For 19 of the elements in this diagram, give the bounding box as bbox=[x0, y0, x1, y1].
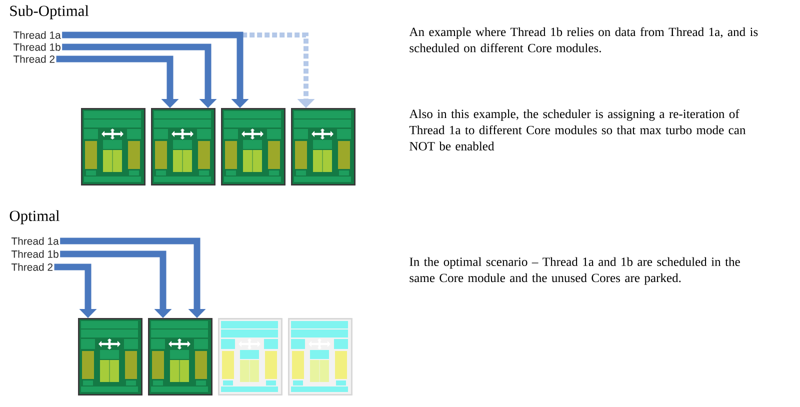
thread-label: Thread 1b bbox=[13, 43, 60, 51]
thread-label: Thread 2 bbox=[13, 55, 55, 63]
cpu-module-drawing bbox=[148, 318, 212, 396]
thread-label: Thread 1a bbox=[11, 237, 59, 245]
thread-label: Thread 1a bbox=[13, 31, 61, 39]
cpu-module-drawing bbox=[151, 108, 216, 186]
cpu-module-drawing bbox=[218, 318, 282, 396]
section-heading: Optimal bbox=[10, 210, 60, 224]
cpu-module-drawing bbox=[288, 318, 352, 396]
thread-label: Thread 2 bbox=[11, 263, 53, 271]
thread-label: Thread 1b bbox=[11, 250, 58, 258]
description-paragraph: In the optimal scenario – Thread 1a and 1b are scheduled in the same Core module and the unused Cores are parked. bbox=[410, 257, 740, 285]
cpu-module-drawing bbox=[78, 318, 142, 396]
description-paragraph: Also in this example, the scheduler is assigning a re-iteration of Thread 1a to different Core modules so that max turbo mode can NOT be enabled bbox=[409, 109, 746, 150]
cpu-module-drawing bbox=[291, 108, 356, 186]
cpu-module-drawing bbox=[81, 108, 146, 186]
description-paragraph: An example where Thread 1b relies on data from Thread 1a, and is scheduled on different Core modules. bbox=[409, 27, 758, 52]
cpu-module-drawing bbox=[221, 108, 286, 186]
section-heading: Sub-Optimal bbox=[10, 5, 89, 20]
